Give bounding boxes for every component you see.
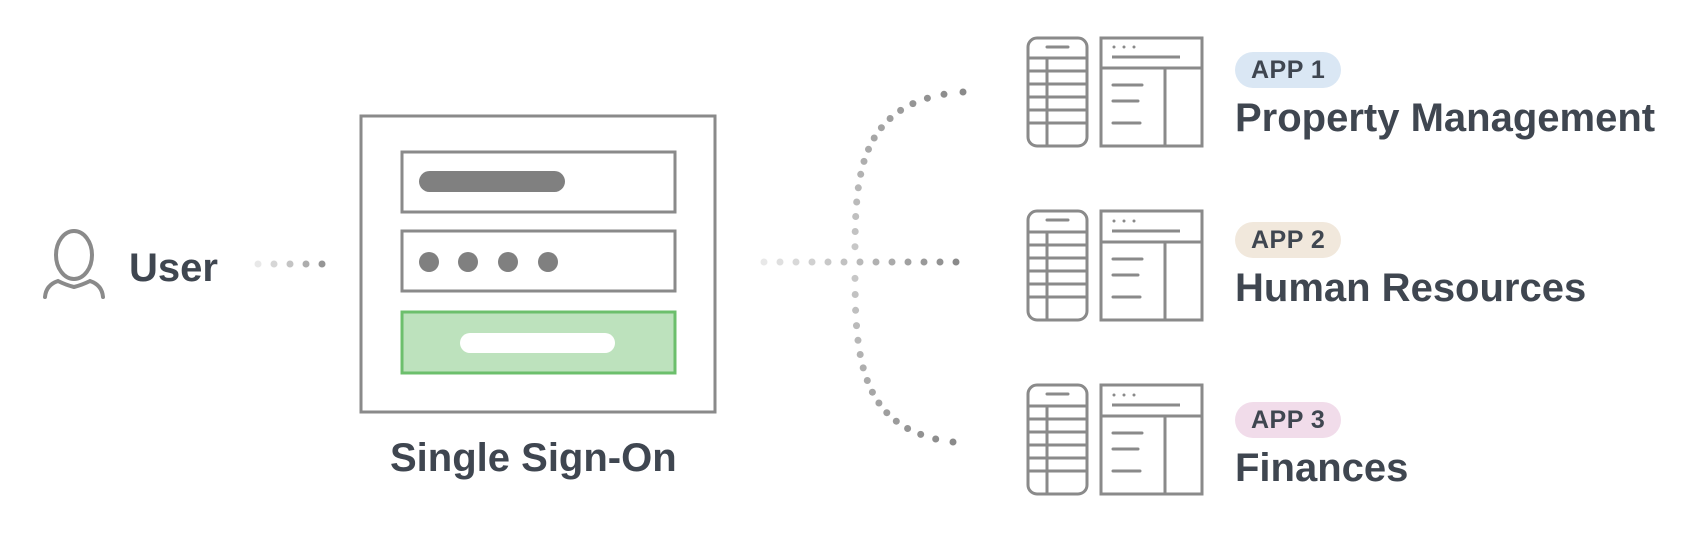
connector-dot <box>949 438 957 446</box>
connector-dot <box>760 258 768 266</box>
password-field <box>400 229 677 293</box>
connector-dot <box>886 115 894 122</box>
connector-dot <box>854 184 862 192</box>
app-3-name: Finances <box>1235 446 1409 490</box>
app-2-name: Human Resources <box>1235 266 1587 310</box>
connector-dot <box>940 90 948 98</box>
connector-dot <box>872 258 880 266</box>
connector-dot <box>860 157 868 165</box>
connector-dot <box>892 417 900 425</box>
connector-dot <box>888 258 896 266</box>
user-label: User <box>129 246 218 290</box>
connector-dot <box>857 170 865 178</box>
connector-dot <box>936 258 944 266</box>
connector-dot <box>852 213 860 220</box>
connector-dot <box>865 145 872 153</box>
user-icon <box>43 229 105 299</box>
connector-dot <box>883 409 891 417</box>
connector-dot <box>852 306 860 314</box>
connector-user-sso <box>254 260 326 268</box>
connector-dot <box>856 258 864 266</box>
connector-dot <box>851 274 859 282</box>
app-2-icon <box>1026 209 1204 322</box>
connector-dot <box>853 198 861 206</box>
connector-dot <box>856 351 864 358</box>
connector-dot <box>959 88 967 96</box>
app-3-icon <box>1026 383 1204 496</box>
connector-dot <box>776 258 784 266</box>
connector-dot <box>851 228 859 235</box>
connector-dot <box>897 106 905 114</box>
connector-dot <box>863 377 871 384</box>
connector-dot <box>952 258 960 266</box>
app-3-badge: APP 3 <box>1235 402 1342 438</box>
app-2-badge: APP 2 <box>1235 222 1342 258</box>
sso-login-window <box>359 114 717 414</box>
connector-dot <box>904 425 912 432</box>
connector-dot <box>923 94 931 102</box>
connector-dot <box>854 336 862 344</box>
connector-dot <box>917 430 925 438</box>
connector-dot <box>904 258 912 266</box>
connector-dot <box>851 243 859 251</box>
connector-dot <box>824 258 832 266</box>
connector-dot <box>853 322 860 330</box>
connector-dot <box>877 124 885 132</box>
sso-label: Single Sign-On <box>390 436 677 480</box>
app-1-name: Property Management <box>1235 96 1656 140</box>
connector-dot <box>808 258 816 266</box>
connector-dot <box>851 291 859 298</box>
connector-dot <box>870 134 878 142</box>
app-1-badge: APP 1 <box>1235 52 1342 88</box>
connector-dot <box>792 258 800 266</box>
app-1-icon <box>1026 36 1204 148</box>
connector-dot <box>932 435 940 443</box>
connector-dot <box>859 364 867 372</box>
connector-dot <box>920 258 928 266</box>
connector-sso-apps <box>760 88 967 446</box>
connector-dot <box>875 399 883 407</box>
connector-dot <box>909 100 917 108</box>
connector-dot <box>840 258 848 266</box>
connector-dot <box>868 388 876 396</box>
